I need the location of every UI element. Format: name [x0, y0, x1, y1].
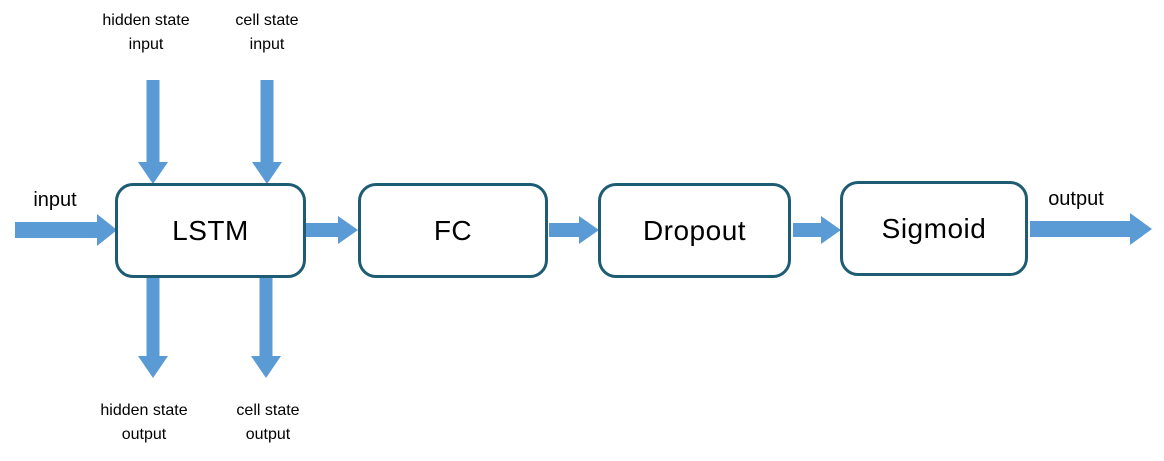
node-dropout-label: Dropout	[642, 214, 747, 246]
cell-state-input-label: cell state input	[235, 12, 299, 53]
hidden-state-input-arrow-icon	[138, 80, 168, 184]
lstm-to-fc-arrow-icon	[306, 216, 358, 244]
cell-state-output-label: cell state output	[236, 402, 300, 443]
dropout-to-sigmoid-arrow-icon	[793, 216, 841, 244]
output-arrow-icon	[1030, 213, 1152, 245]
hidden-state-output-arrow-icon	[138, 278, 168, 378]
node-dropout: Dropout	[598, 183, 791, 278]
output-label: output	[1048, 188, 1104, 210]
node-fc: FC	[358, 183, 548, 278]
input-arrow-icon	[15, 214, 117, 246]
node-lstm: LSTM	[115, 183, 306, 278]
input-label: input	[33, 189, 77, 211]
cell-state-output-arrow-icon	[251, 278, 281, 378]
cell-state-input-arrow-icon	[252, 80, 282, 184]
node-lstm-label: LSTM	[172, 214, 249, 246]
node-sigmoid-label: Sigmoid	[881, 212, 987, 244]
fc-to-dropout-arrow-icon	[549, 216, 599, 244]
node-sigmoid: Sigmoid	[840, 181, 1028, 276]
hidden-state-input-label: hidden state input	[102, 12, 190, 53]
hidden-state-output-label: hidden state output	[100, 402, 188, 443]
node-fc-label: FC	[433, 214, 473, 246]
